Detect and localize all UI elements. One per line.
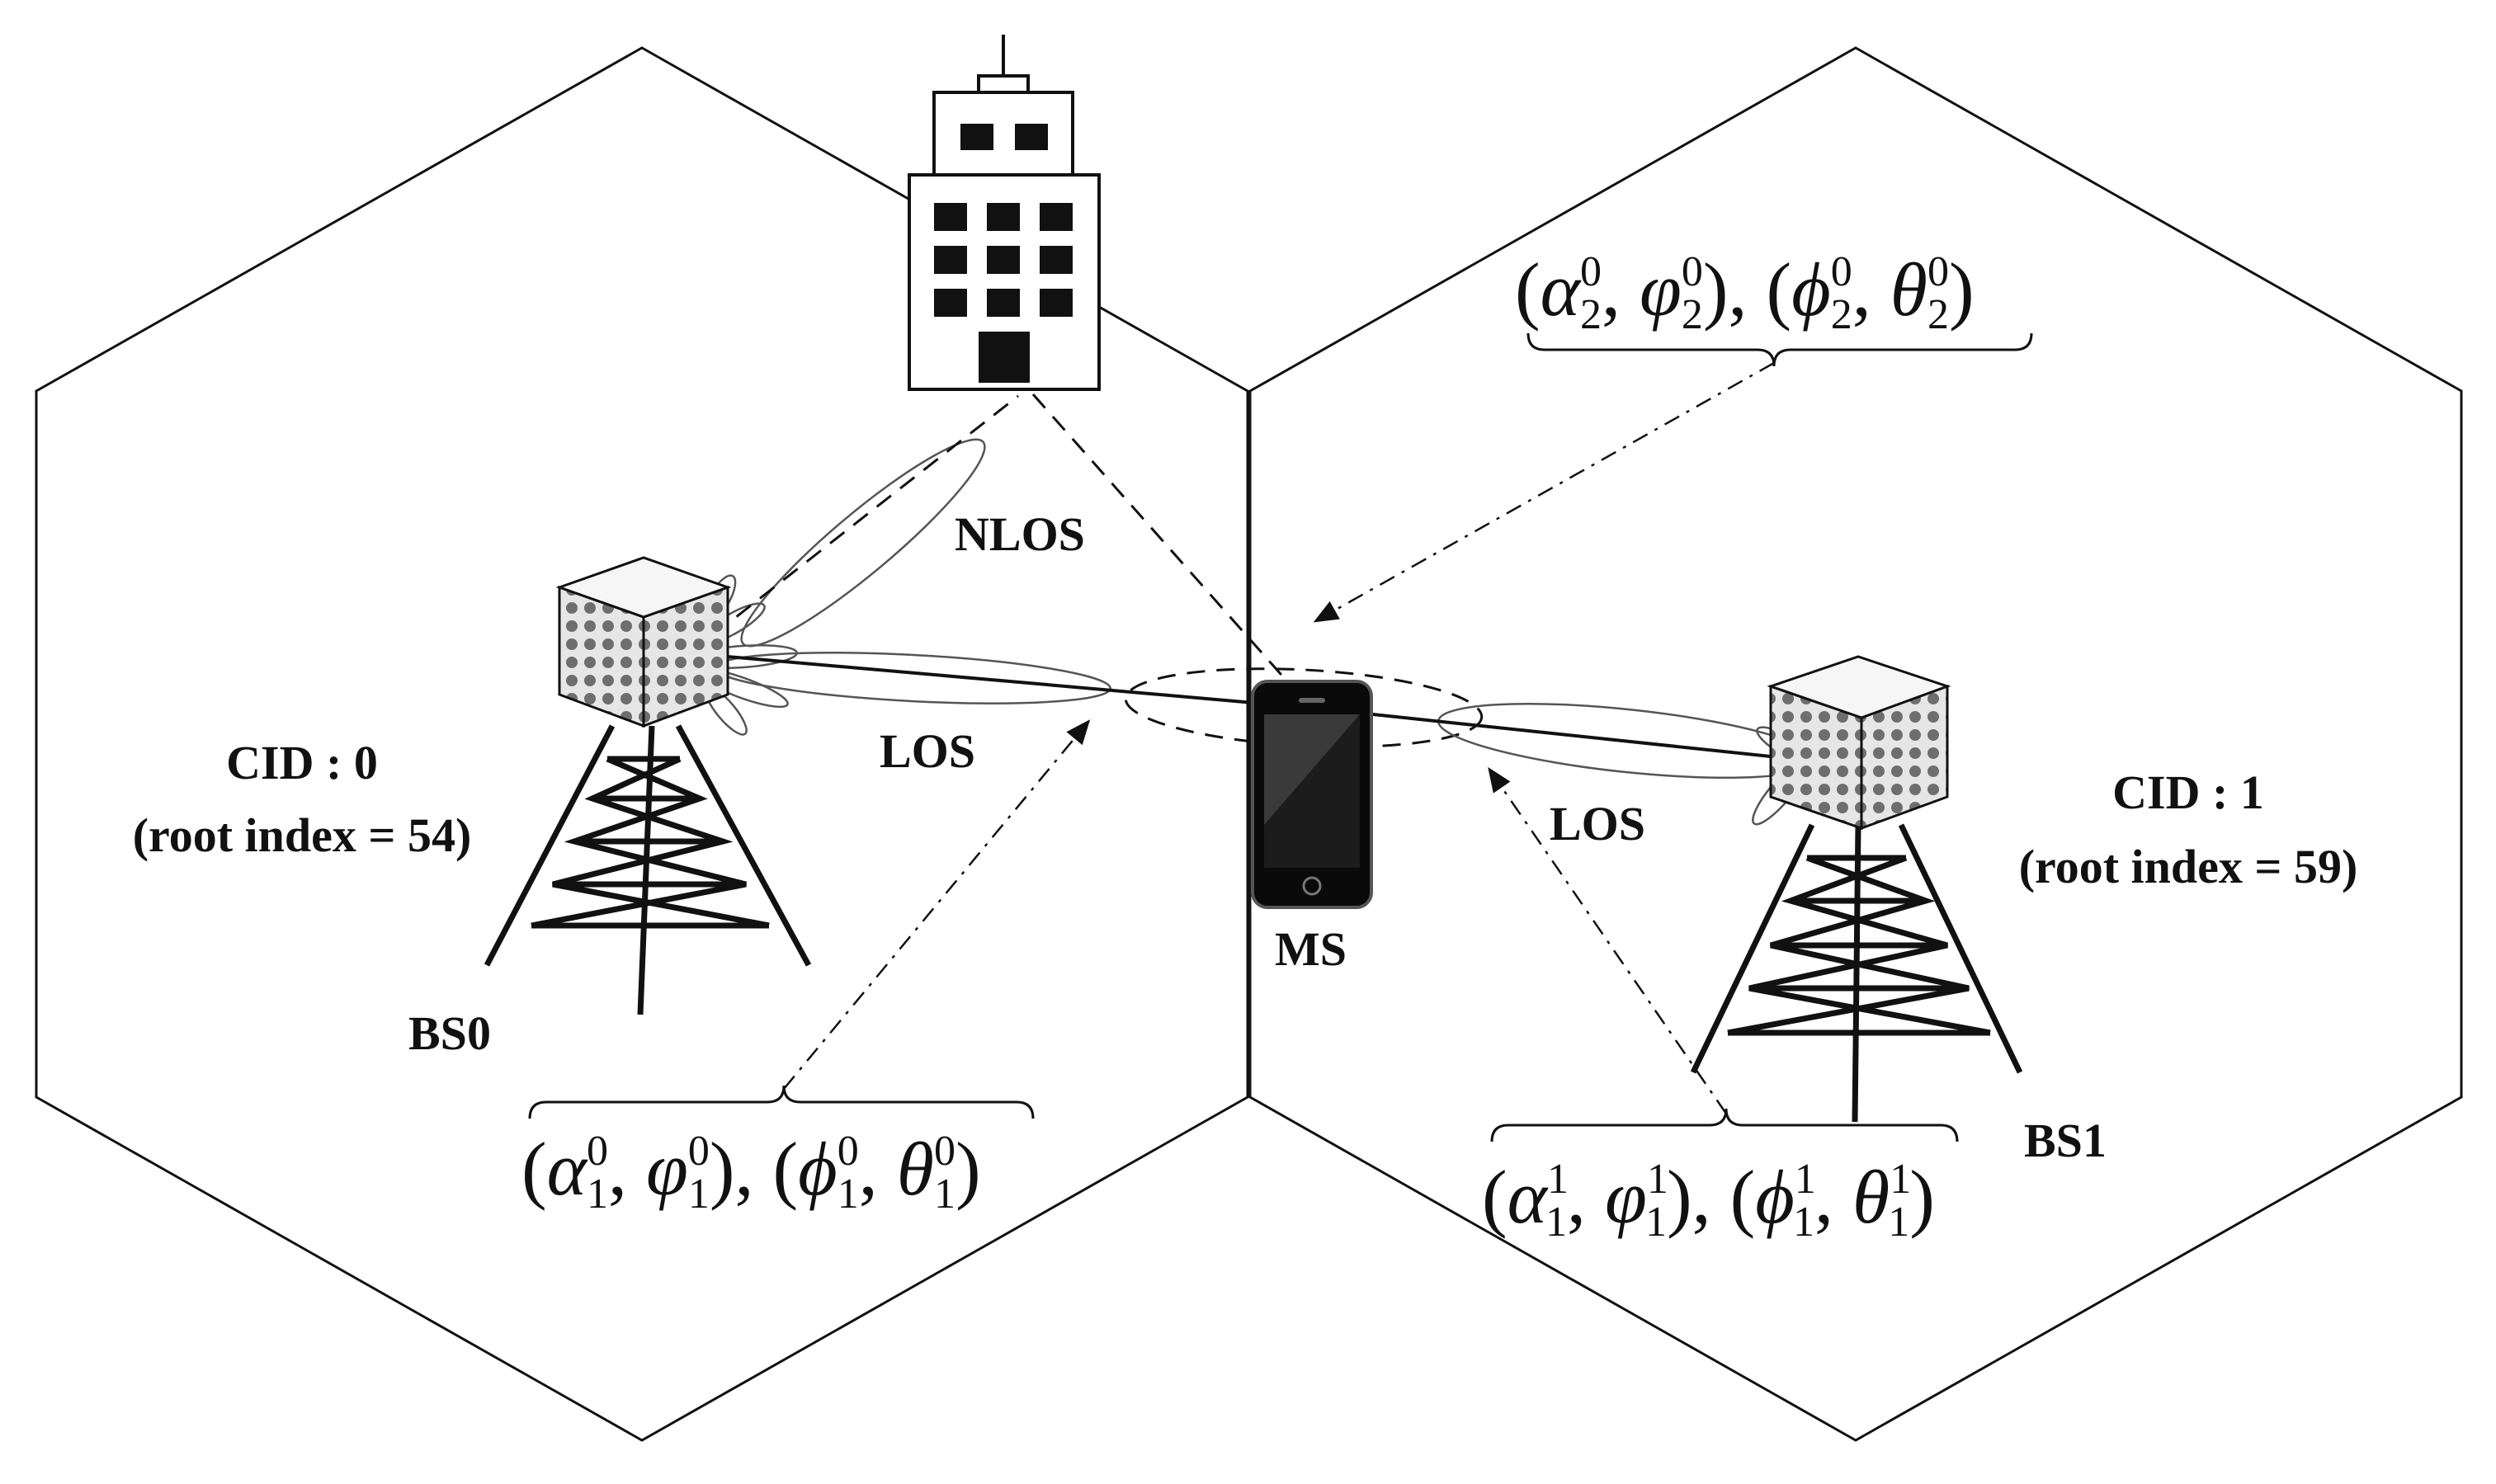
base-station-icon [484,556,812,1015]
bs0-label: BS0 [408,1006,491,1060]
bs0-beam-pattern [687,438,1111,736]
los-label-right: LOS [1550,797,1645,850]
base-station-icon [1690,655,2023,1123]
cid1-root-index: (root index = 59) [2019,840,2358,893]
nlos-label: NLOS [955,507,1085,561]
param-arrow-left [783,719,1091,1090]
ms-label: MS [1275,922,1347,976]
los-label-left: LOS [880,724,975,778]
param-arrow-right [1488,766,1728,1114]
nlos-path-bs0-building [689,394,1019,655]
param-brace-top [1526,332,2033,367]
nlos-path-building-ms [1031,393,1314,710]
param-brace-right [1490,1108,1959,1142]
cell-left-hexagon [35,46,1249,1442]
los-path-bs0 [689,652,1311,709]
param-brace-left [528,1085,1035,1119]
cid0-label: CID : 0 [226,736,378,789]
bs1-label: BS1 [2024,1114,2107,1167]
mobile-phone-icon [1251,680,1373,909]
los-path-bs1 [1309,706,1826,764]
building-icon [908,35,1101,391]
param-arrow-top [1313,361,1775,623]
cid1-label: CID : 1 [2112,766,2264,819]
cid0-root-index: (root index = 54) [133,808,472,862]
cell-right-hexagon [1248,46,2463,1442]
